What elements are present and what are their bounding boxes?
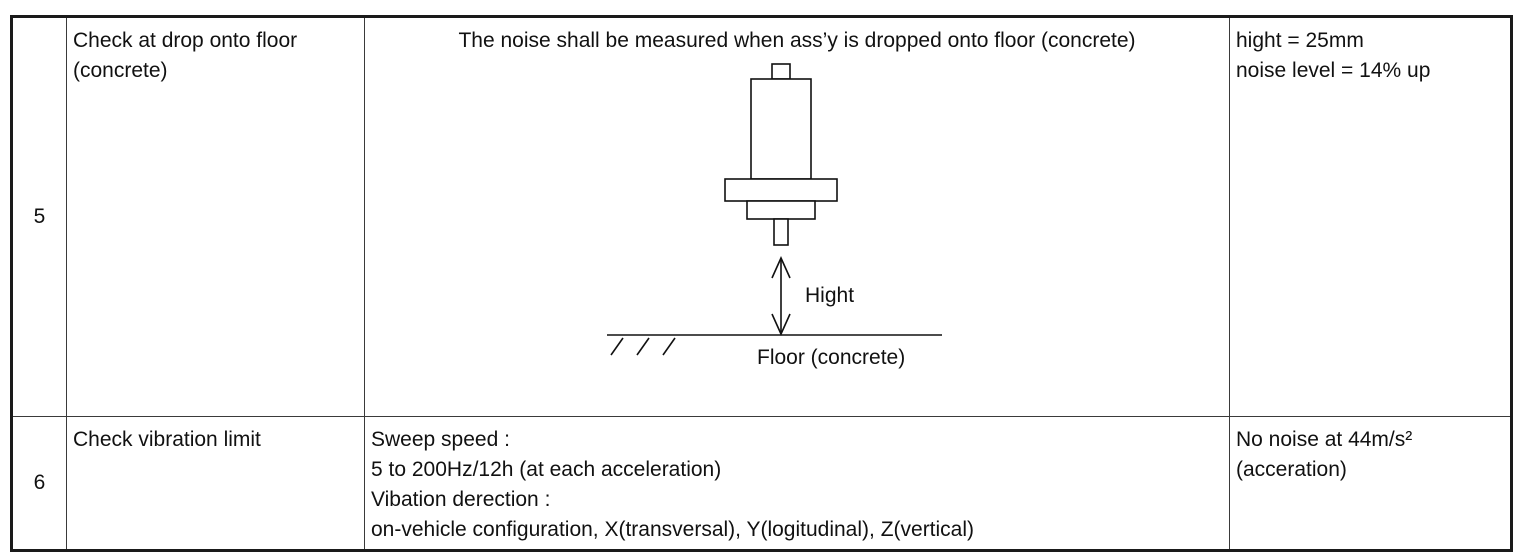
test-spec-table: 5 Check at drop onto floor (concrete) Th… bbox=[10, 15, 1513, 552]
test-method: Sweep speed : 5 to 200Hz/12h (at each ac… bbox=[364, 416, 1230, 551]
drop-test-figure: Hight Floor (concrete) bbox=[607, 63, 942, 369]
test-item: Check vibration limit bbox=[66, 416, 365, 551]
floor-label: Floor (concrete) bbox=[757, 346, 905, 369]
test-method-text: The noise shall be measured when ass’y i… bbox=[458, 29, 1136, 52]
criteria: hight = 25mm noise level = 14% up bbox=[1229, 16, 1512, 417]
criteria-line: hight = 25mm bbox=[1236, 29, 1364, 52]
row-number: 6 bbox=[11, 416, 67, 551]
test-item: Check at drop onto floor (concrete) bbox=[66, 16, 365, 417]
hatched-floor-icon bbox=[607, 334, 942, 356]
test-method: The noise shall be measured when ass’y i… bbox=[364, 16, 1230, 417]
row-number: 5 bbox=[11, 16, 67, 417]
hight-label: Hight bbox=[805, 284, 854, 307]
table-row: 6 Check vibration limit Sweep speed : 5 … bbox=[11, 416, 1512, 551]
method-line: Sweep speed : bbox=[371, 428, 510, 451]
criteria-line: noise level = 14% up bbox=[1236, 59, 1431, 82]
method-line: on-vehicle configuration, X(transversal)… bbox=[371, 518, 975, 541]
criteria: No noise at 44m/s² (acceration) bbox=[1229, 416, 1512, 551]
test-item-text: Check at drop onto floor (concrete) bbox=[73, 29, 298, 82]
method-line: 5 to 200Hz/12h (at each acceleration) bbox=[371, 458, 722, 481]
test-item-text: Check vibration limit bbox=[73, 428, 261, 451]
criteria-line: No noise at 44m/s² bbox=[1236, 428, 1413, 451]
method-line: Vibation derection : bbox=[371, 488, 551, 511]
table-row: 5 Check at drop onto floor (concrete) Th… bbox=[11, 16, 1512, 417]
cylindrical-assembly-icon bbox=[724, 63, 838, 246]
criteria-line: (acceration) bbox=[1236, 458, 1347, 481]
double-arrow-icon bbox=[771, 256, 791, 336]
